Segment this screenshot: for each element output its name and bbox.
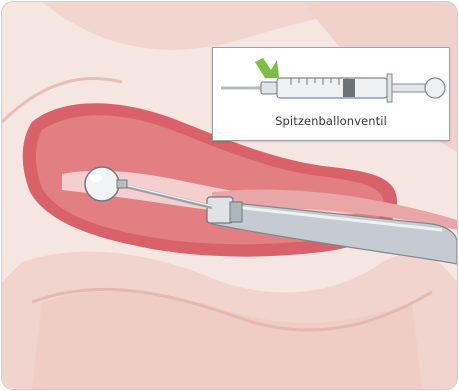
syringe-barrel: [277, 78, 387, 98]
balloon-tip: [85, 167, 119, 201]
instrument-collar: [207, 197, 233, 223]
instrument-collar-ring: [230, 202, 242, 222]
balloon-shine: [90, 174, 102, 182]
syringe-flange: [387, 74, 392, 102]
inset-label: Spitzenballonventil: [213, 114, 449, 128]
syringe-illustration: [213, 48, 449, 114]
valve-body: [261, 82, 277, 94]
green-arrow-icon: [255, 58, 279, 78]
syringe-thumb-rest: [425, 78, 445, 98]
syringe-plunger-rod: [392, 84, 430, 92]
syringe-inset-panel: Spitzenballonventil: [212, 47, 450, 141]
syringe-plunger-tip: [343, 79, 355, 97]
balloon-connector: [117, 180, 127, 188]
